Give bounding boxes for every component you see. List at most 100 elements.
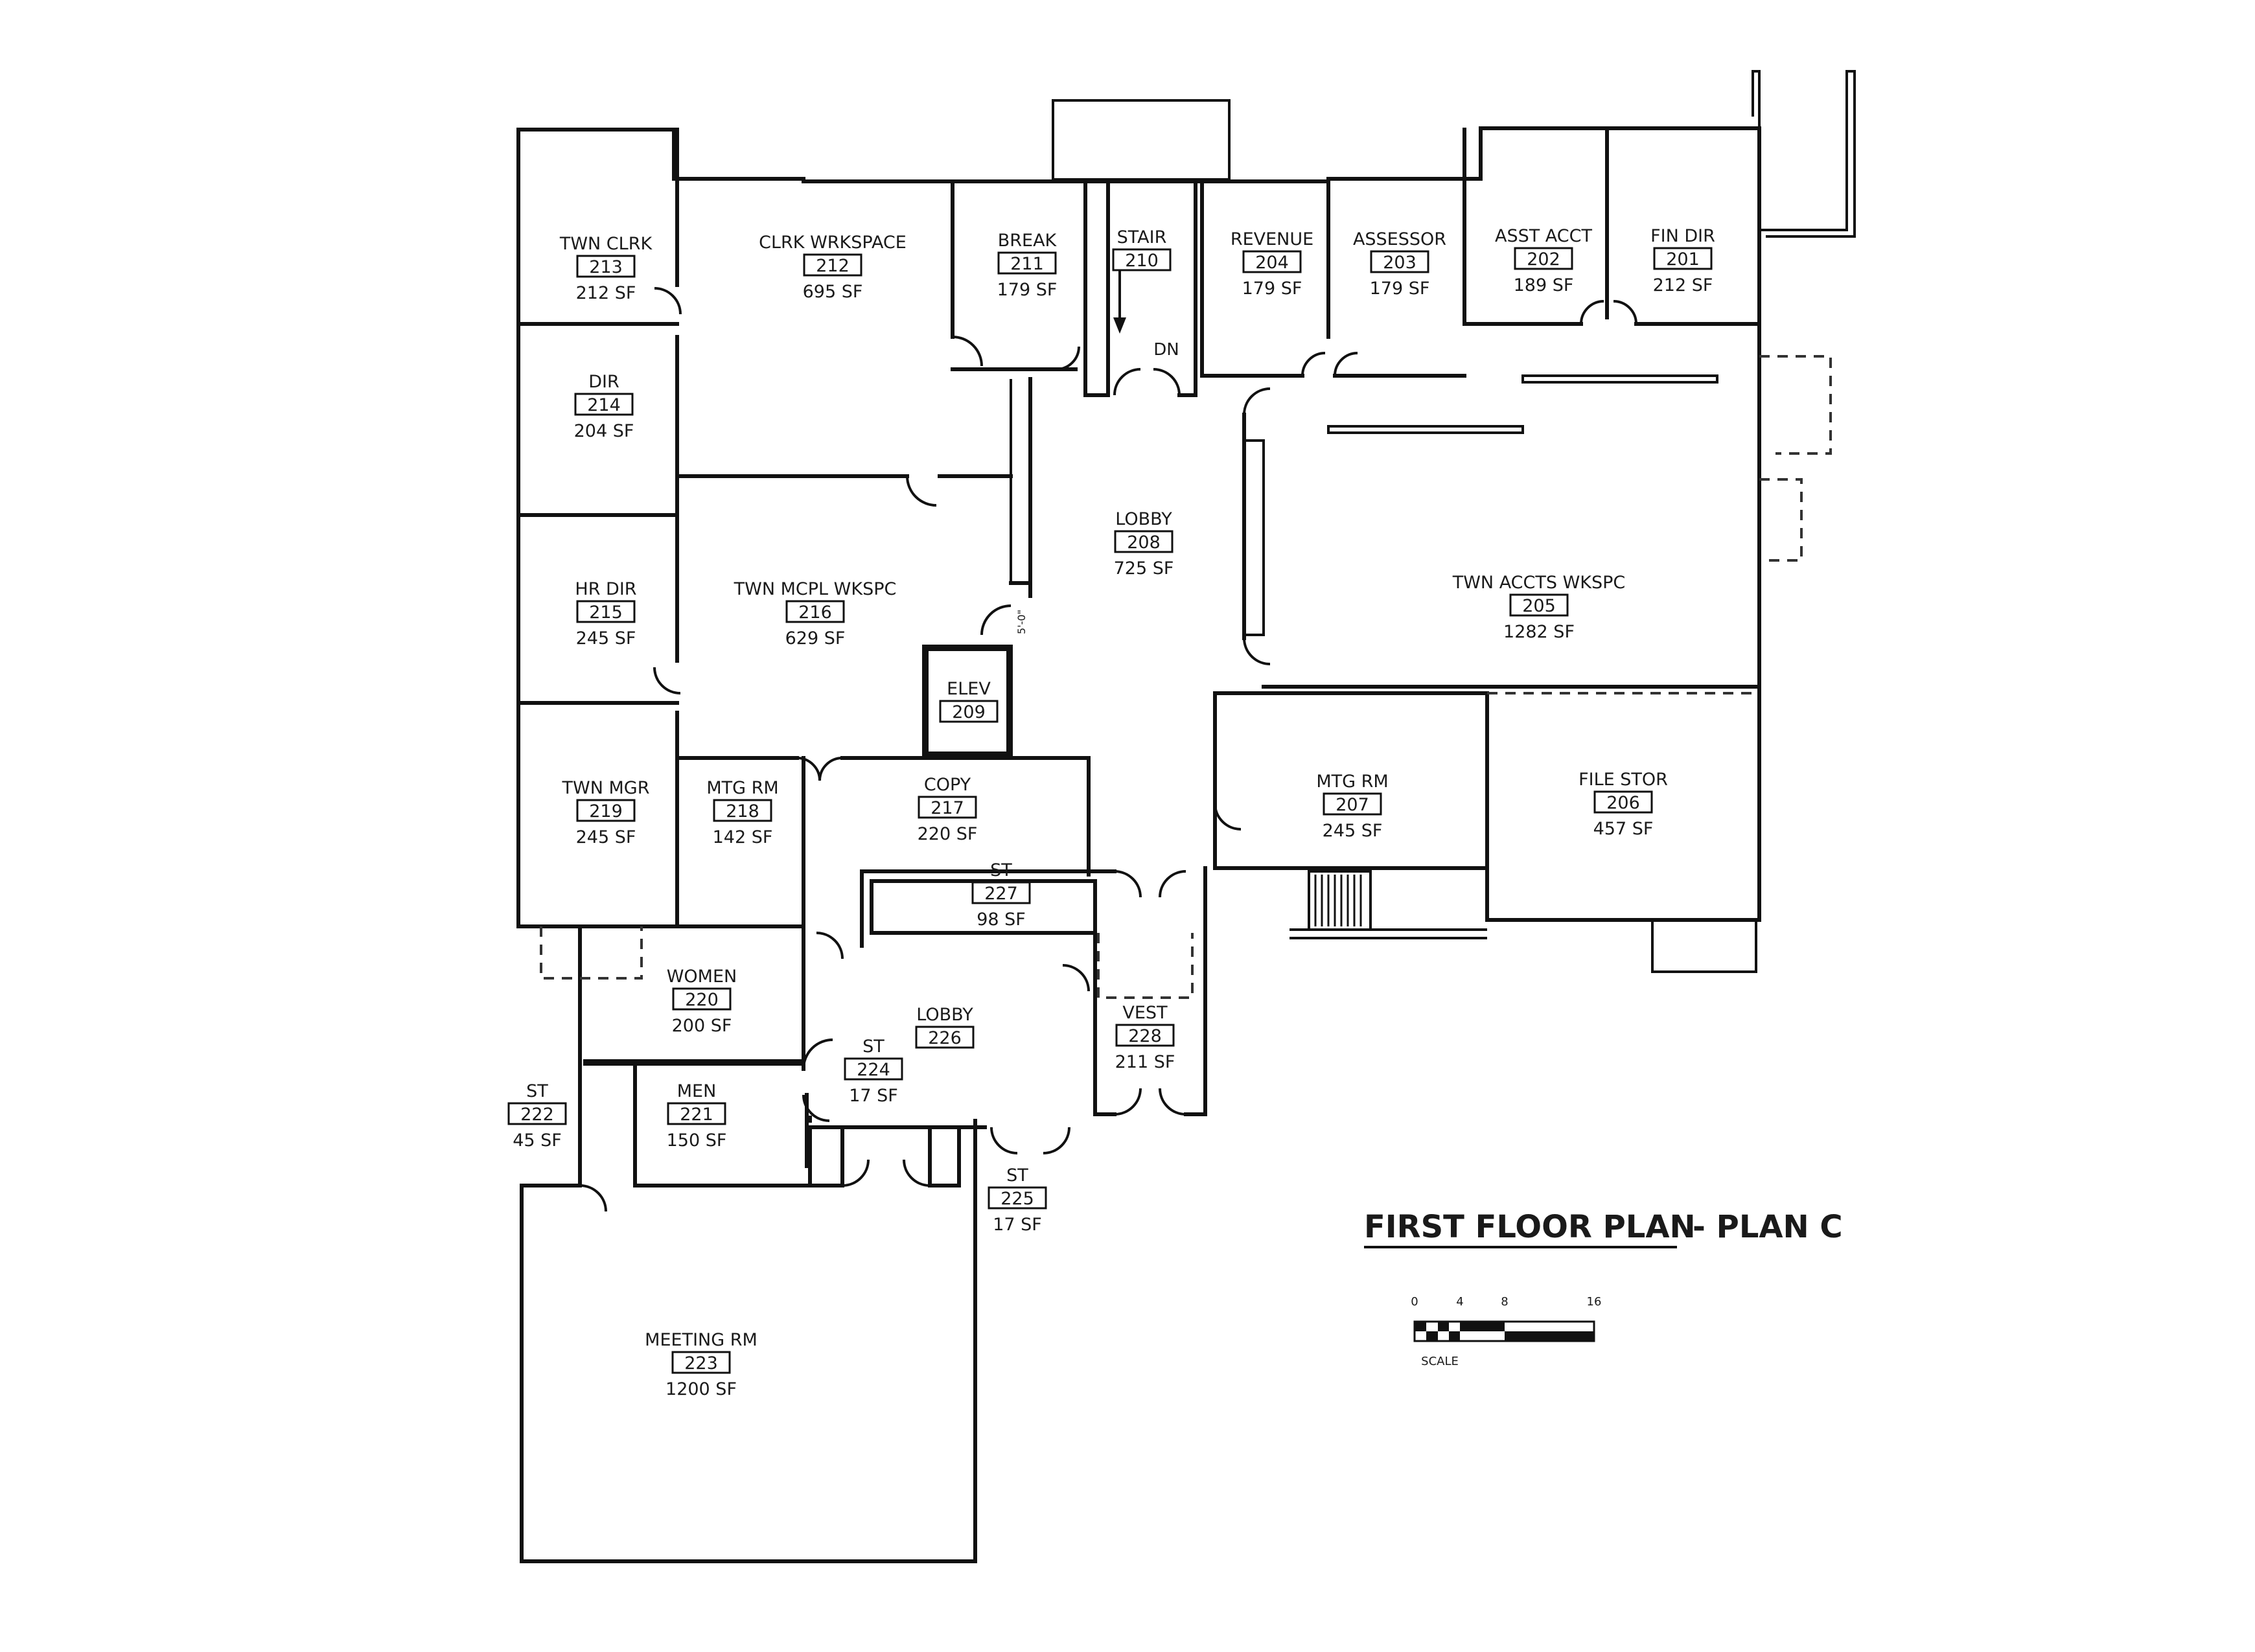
room-number: 213 — [589, 257, 623, 277]
room-name: REVENUE — [1231, 229, 1313, 249]
walls — [516, 70, 1856, 1563]
room-number-box — [1323, 792, 1382, 816]
room-area: 245 SF — [576, 827, 636, 847]
room-name: HR DIR — [575, 579, 636, 599]
room-number: 227 — [984, 884, 1018, 904]
room-number-box — [1114, 530, 1174, 553]
room-210: STAIR 210 — [1112, 227, 1172, 271]
room-name: STAIR — [1117, 227, 1167, 247]
room-area: 98 SF — [977, 910, 1026, 930]
room-name: FILE STOR — [1578, 770, 1668, 790]
room-number-box — [1115, 1024, 1175, 1047]
room-area: 1200 SF — [665, 1379, 737, 1399]
room-area: 17 SF — [993, 1215, 1042, 1235]
room-228: VEST 228 211 SF — [1115, 1003, 1175, 1072]
room-number-box — [667, 1102, 726, 1125]
room-226: LOBBY 226 — [915, 1005, 975, 1049]
room-area: 211 SF — [1115, 1052, 1175, 1072]
room-number-box — [1509, 593, 1569, 617]
room-number: 205 — [1522, 596, 1556, 616]
room-number-box — [1242, 250, 1302, 273]
room-name: TWN ACCTS WKSPC — [1452, 573, 1626, 593]
room-name: WOMEN — [667, 967, 737, 987]
scale-tick-16: 16 — [1587, 1295, 1602, 1309]
room-number: 202 — [1527, 249, 1560, 270]
room-name: MTG RM — [1316, 772, 1388, 792]
doors — [579, 287, 1637, 1212]
room-227: ST 227 98 SF — [971, 860, 1031, 930]
room-area: 695 SF — [803, 282, 863, 302]
room-220: WOMEN 220 200 SF — [667, 967, 737, 1036]
room-number: 212 — [816, 256, 850, 276]
room-number-box — [507, 1102, 567, 1125]
room-name: LOBBY — [916, 1005, 973, 1025]
room-name: VEST — [1122, 1003, 1168, 1023]
room-name: BREAK — [998, 231, 1058, 251]
plan-title: FIRST FLOOR PLAN — [1364, 1209, 1696, 1245]
room-number: 210 — [1125, 251, 1159, 271]
room-area: 150 SF — [667, 1130, 727, 1151]
room-name: ST — [1006, 1165, 1028, 1186]
room-name: ASST ACCT — [1495, 226, 1593, 246]
room-number-box — [713, 799, 772, 822]
room-number-box — [576, 255, 636, 278]
room-number: 214 — [587, 395, 621, 415]
room-number: 228 — [1128, 1026, 1162, 1046]
room-number-box — [915, 1026, 975, 1049]
room-name: ST — [526, 1081, 548, 1101]
room-212: CLRK WRKSPACE 212 695 SF — [759, 233, 907, 302]
room-name: DIR — [588, 372, 619, 392]
room-area: 725 SF — [1114, 558, 1174, 579]
room-number: 220 — [685, 990, 719, 1010]
room-name: CLRK WRKSPACE — [759, 233, 907, 253]
room-number-box — [1593, 790, 1653, 814]
room-number: 218 — [726, 801, 759, 821]
room-number: 209 — [952, 702, 986, 722]
room-area: 629 SF — [785, 628, 846, 648]
room-number-box — [1370, 250, 1429, 273]
room-area: 1282 SF — [1503, 622, 1575, 642]
room-name: ELEV — [947, 679, 991, 699]
room-name: TWN CLRK — [559, 234, 653, 254]
room-area: 200 SF — [672, 1016, 732, 1036]
room-area: 204 SF — [574, 421, 634, 441]
scale-tick-0: 0 — [1411, 1295, 1418, 1309]
room-area: 189 SF — [1514, 275, 1574, 295]
room-number: 226 — [928, 1028, 962, 1048]
room-number-box — [576, 600, 636, 623]
scale-tick-4: 4 — [1456, 1295, 1463, 1309]
room-number-box — [939, 700, 999, 723]
scale-tick-8: 8 — [1501, 1295, 1508, 1309]
room-number-box — [1514, 247, 1573, 270]
room-number-box — [672, 987, 732, 1011]
room-area: 179 SF — [1242, 279, 1302, 299]
room-number: 216 — [798, 602, 832, 623]
room-area: 245 SF — [576, 628, 636, 648]
room-area: 179 SF — [1370, 279, 1430, 299]
room-number-box — [785, 600, 845, 623]
room-number: 222 — [520, 1105, 554, 1125]
room-name: ASSESSOR — [1353, 229, 1446, 249]
room-number: 201 — [1666, 249, 1700, 270]
room-number-box — [574, 393, 634, 416]
stair-dn-label: DN — [1153, 340, 1179, 360]
room-name: MEN — [677, 1081, 717, 1101]
room-name: ST — [990, 860, 1012, 880]
room-number-box — [1653, 247, 1713, 270]
room-number-box — [988, 1186, 1047, 1210]
room-number-box — [671, 1351, 731, 1374]
plan-subtitle: - PLAN C — [1693, 1209, 1843, 1245]
